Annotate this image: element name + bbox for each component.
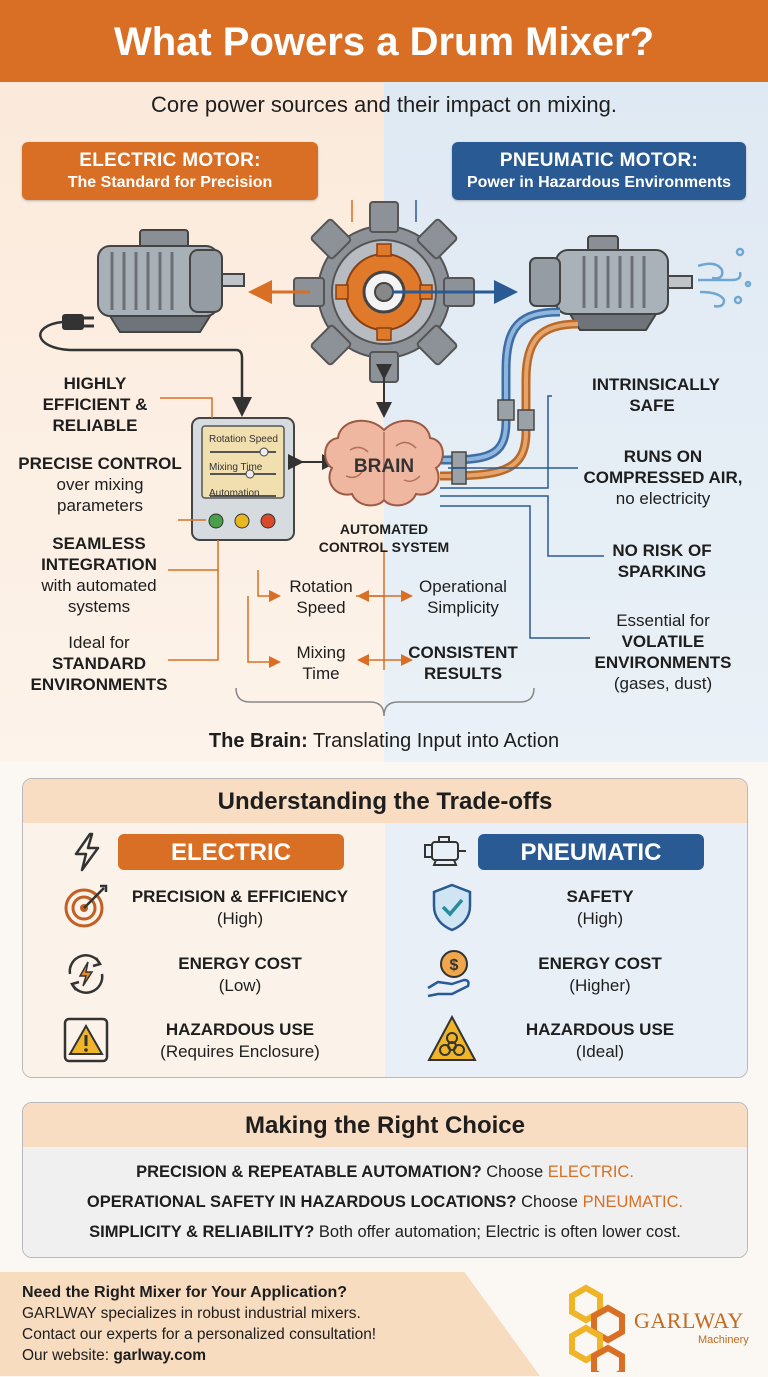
choice-lines: PRECISION & REPEATABLE AUTOMATION? Choos…: [23, 1147, 747, 1257]
page-title: What Powers a Drum Mixer?: [0, 0, 768, 82]
footer-website[interactable]: Our website: garlway.com: [22, 1347, 207, 1364]
pneumatic-motor-icon: [529, 235, 693, 331]
pneumatic-motor-tag: PNEUMATIC MOTOR: Power in Hazardous Envi…: [452, 142, 746, 200]
footer-line-2: Contact our experts for a personalized c…: [22, 1326, 377, 1343]
output-rotation-speed: Rotation Speed: [289, 577, 353, 617]
airflow-icon: [697, 247, 752, 308]
pneumatic-tag-subtitle: Power in Hazardous Environments: [466, 174, 732, 191]
brain-icon: [324, 419, 444, 507]
pneumatic-pill: PNEUMATIC: [478, 834, 704, 870]
page-subtitle: Core power sources and their impact on m…: [151, 92, 617, 117]
electric-motor-icon: [97, 229, 245, 333]
output-consistent-results: CONSISTENT RESULTS: [408, 643, 518, 683]
brain-label: BRAIN: [353, 456, 415, 477]
footer-background: [0, 1272, 540, 1376]
garlway-logo-mark: [569, 1284, 625, 1377]
choice-line-pneumatic: OPERATIONAL SAFETY IN HAZARDOUS LOCATION…: [86, 1193, 684, 1211]
logo-name: GARLWAY: [634, 1308, 744, 1333]
warning-icon: [63, 1017, 109, 1063]
output-operational-simplicity: Operational Simplicity: [419, 577, 507, 617]
power-flow-diagram: [39, 200, 752, 717]
power-plug-icon: [62, 314, 94, 330]
electric-row-precision: PRECISION & EFFICIENCY(High): [131, 887, 349, 928]
pneumatic-row-safety: SAFETY(High): [566, 887, 634, 928]
footer-heading: Need the Right Mixer for Your Applicatio…: [22, 1284, 348, 1301]
footer-text: Need the Right Mixer for Your Applicatio…: [22, 1282, 376, 1366]
electric-tag-subtitle: The Standard for Precision: [67, 174, 273, 191]
brain-footer: The Brain: Translating Input into Action: [208, 730, 560, 752]
choice-title: Making the Right Choice: [23, 1103, 747, 1147]
slider-automation: Automation: [209, 488, 260, 499]
energy-cycle-icon: [68, 954, 104, 994]
slider-mixing-time: Mixing Time: [209, 462, 263, 473]
coin-hand-icon: $: [427, 950, 470, 998]
motor-icon: [424, 836, 466, 866]
shield-check-icon: [432, 883, 472, 932]
electric-point-control: PRECISE CONTROL over mixing parameters: [18, 454, 182, 515]
choice-line-electric: PRECISION & REPEATABLE AUTOMATION? Choos…: [136, 1163, 634, 1181]
electric-pill: ELECTRIC: [118, 834, 344, 870]
pneumatic-tag-title: PNEUMATIC MOTOR:: [499, 150, 699, 171]
electric-point-efficient: HIGHLY EFFICIENT & RELIABLE: [42, 374, 148, 435]
target-icon: [64, 884, 108, 928]
garlway-logo: GARLWAY Machinery: [562, 1282, 758, 1377]
choice-panel: Making the Right Choice PRECISION & REPE…: [22, 1102, 748, 1258]
air-hose: [439, 307, 579, 485]
slider-rotation-speed: Rotation Speed: [209, 434, 278, 445]
biohazard-icon: [427, 1014, 477, 1061]
pneumatic-row-hazardous: HAZARDOUS USE(Ideal): [525, 1020, 675, 1061]
pneumatic-point-safe: INTRINSICALLY SAFE: [592, 375, 720, 415]
electric-row-hazardous: HAZARDOUS USE(Requires Enclosure): [160, 1020, 320, 1061]
footer-line-1: GARLWAY specializes in robust industrial…: [22, 1305, 361, 1322]
electric-row-energy: ENERGY COST(Low): [178, 954, 302, 995]
brain-caption: AUTOMATED CONTROL SYSTEM: [318, 521, 450, 555]
electric-tag-title: ELECTRIC MOTOR:: [79, 150, 261, 171]
control-panel-icon: [191, 417, 295, 541]
pneumatic-row-energy: ENERGY COST(Higher): [538, 954, 662, 995]
output-mixing-time: Mixing Time: [296, 643, 346, 683]
pneumatic-point-sparking: NO RISK OF SPARKING: [612, 541, 712, 581]
electric-motor-tag: ELECTRIC MOTOR: The Standard for Precisi…: [22, 142, 318, 200]
tradeoffs-title: Understanding the Trade-offs: [23, 779, 747, 823]
pneumatic-point-air: RUNS ON COMPRESSED AIR,no electricity: [583, 447, 743, 508]
lightning-icon: [74, 832, 100, 872]
logo-sub: Machinery: [698, 1334, 749, 1346]
svg-text:$: $: [450, 957, 459, 974]
choice-line-both: SIMPLICITY & RELIABILITY? Both offer aut…: [89, 1223, 681, 1241]
